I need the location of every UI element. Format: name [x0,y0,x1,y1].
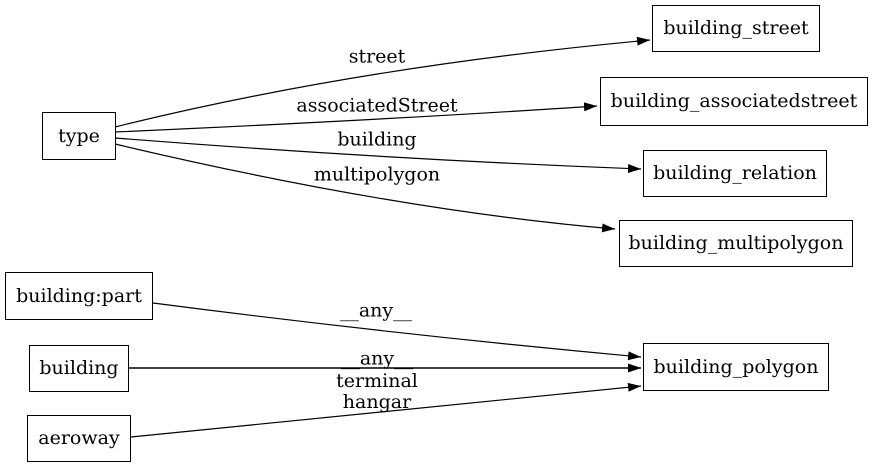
node-building-associatedstreet: building_associatedstreet [600,77,868,126]
node-type-label: type [58,124,100,147]
node-type: type [42,112,116,160]
node-building-part-label: building:part [16,284,142,307]
node-building-part: building:part [5,272,153,320]
node-building: building [29,345,129,392]
edge-label-building: building [337,128,417,151]
edge-label-associatedstreet: associatedStreet [296,94,458,117]
node-building-associatedstreet-label: building_associatedstreet [610,90,858,112]
edge-type-building-multipolygon [114,143,616,233]
edge-label-street: street [348,45,406,68]
node-building-polygon-label: building_polygon [653,355,819,378]
edge-aeroway-building-polygon [130,382,642,438]
node-building-street: building_street [652,5,820,52]
node-building-multipolygon: building_multipolygon [619,220,853,267]
node-building-polygon: building_polygon [643,343,829,391]
node-building-street-label: building_street [663,17,809,39]
node-building-multipolygon-label: building_multipolygon [628,232,844,254]
node-building-relation-label: building_relation [653,162,817,184]
node-building-relation: building_relation [643,150,827,197]
edge-label-terminal-hangar: terminal hangar [336,370,418,413]
edge-building-part-building-polygon [152,302,642,361]
edge-label-any-building-part: __any__ [339,299,413,322]
edge-label-multipolygon: multipolygon [313,163,441,186]
node-aeroway: aeroway [27,415,131,462]
edge-type-building-street [114,36,651,128]
edge-type-building-associatedstreet [114,102,598,133]
edge-type-building-relation [114,137,642,173]
node-building-label: building [39,357,119,379]
node-aeroway-label: aeroway [38,427,120,449]
edge-label-any-building: __any__ [340,347,414,370]
